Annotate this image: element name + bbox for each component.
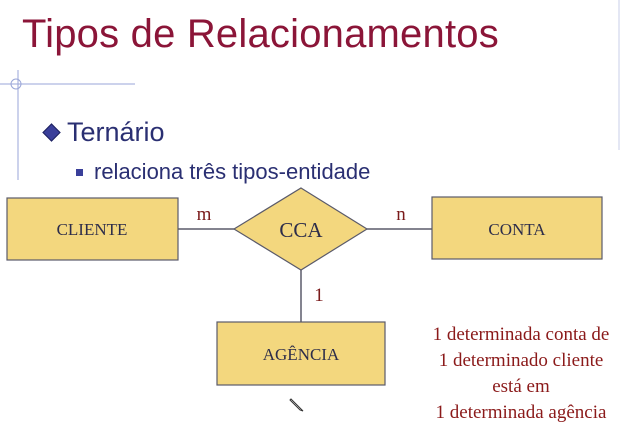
relationship-cca-label: CCA (279, 218, 323, 242)
note-line: está em (492, 376, 550, 397)
entity-conta (431, 196, 603, 260)
entity-agencia (216, 321, 386, 386)
entity-agencia-label: AGÊNCIA (263, 345, 340, 364)
cardinality-conta: n (396, 204, 406, 225)
explanation-note: 1 determinada conta de 1 determinado cli… (410, 322, 627, 426)
note-line: 1 determinada conta de (432, 324, 610, 345)
bullet-level1: Ternário (42, 117, 165, 148)
entity-cliente (6, 197, 179, 261)
decorative-crosshair (0, 70, 135, 180)
note-line: 1 determinado cliente (438, 350, 604, 371)
decorative-right-line (618, 0, 620, 150)
entity-cliente-label: CLIENTE (57, 220, 128, 239)
cardinality-agencia: 1 (314, 285, 324, 306)
note-line: 1 determinada agência (435, 402, 607, 423)
bullet-level2-text: relaciona três tipos-entidade (94, 159, 371, 184)
square-bullet-icon (76, 168, 83, 176)
bullet-level2: relaciona três tipos-entidade (76, 159, 370, 185)
pencil-cursor-icon (289, 398, 304, 412)
bullet-level1-text: Ternário (67, 117, 165, 147)
entity-conta-label: CONTA (488, 220, 546, 239)
cardinality-cliente: m (197, 204, 212, 225)
slide-title: Tipos de Relacionamentos (22, 12, 499, 56)
relationship-cca (232, 187, 369, 271)
